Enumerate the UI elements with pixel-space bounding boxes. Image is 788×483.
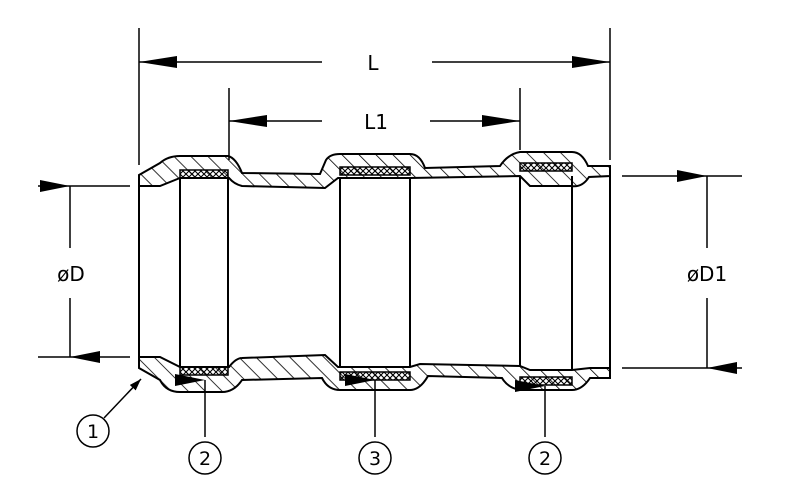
callout-1: 1 (76, 378, 142, 448)
dimension-inner-length: L1 (229, 110, 520, 134)
seal-ring-top-left (179, 169, 229, 179)
callout-3: 3 (345, 374, 392, 475)
dimension-label-od1: øD1 (687, 262, 727, 286)
dimension-right-diameter: øD1 (677, 170, 737, 374)
dimension-overall-length: L (139, 51, 610, 75)
seal-ring-bottom-right (519, 376, 573, 386)
dimension-label-od: øD (57, 262, 85, 286)
callout-number: 3 (369, 448, 381, 470)
callout-2-right: 2 (515, 380, 562, 475)
dimension-label-l1: L1 (364, 110, 388, 134)
dimension-label-l: L (367, 51, 379, 75)
callout-number: 1 (87, 421, 99, 443)
seal-ring-top-center (339, 166, 411, 176)
dimension-left-diameter: øD (40, 180, 100, 363)
callout-number: 2 (539, 448, 551, 470)
callout-number: 2 (199, 448, 211, 470)
callout-2-left: 2 (175, 374, 222, 475)
seal-ring-bottom-center (339, 371, 411, 381)
seal-ring-top-right (519, 162, 573, 172)
bore-lines (138, 176, 611, 370)
seal-ring-bottom-left (179, 366, 229, 376)
extension-lines (38, 28, 742, 369)
coupling-top-wall (138, 151, 611, 190)
